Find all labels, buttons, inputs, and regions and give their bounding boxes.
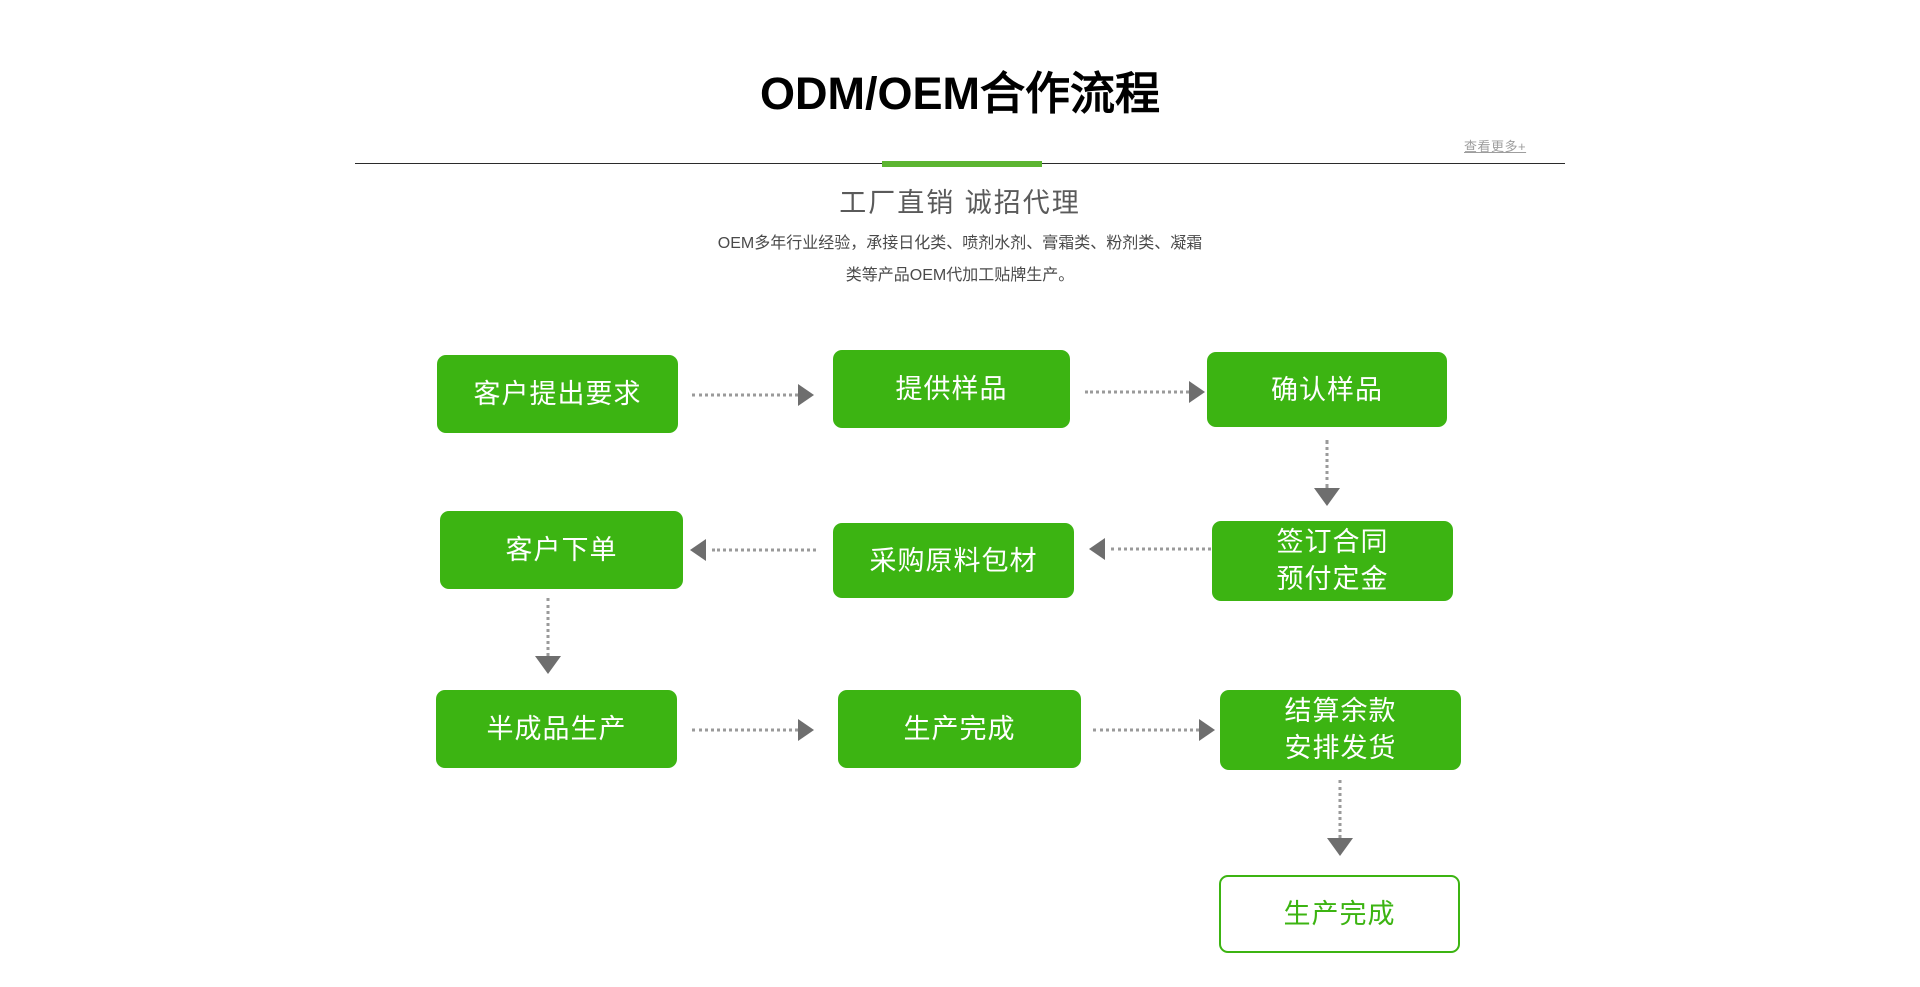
flow-node-provide-sample[interactable]: 提供样品 xyxy=(833,350,1070,428)
flow-edge-sample-to-confirm xyxy=(1085,377,1213,407)
edge-dotted-line xyxy=(1093,728,1199,732)
flow-node-label: 采购原料包材 xyxy=(869,545,1038,576)
flow-node-confirm-sample[interactable]: 确认样品 xyxy=(1207,352,1447,427)
arrow-right-icon xyxy=(1199,719,1215,741)
description-line-2: 类等产品OEM代加工贴牌生产。 xyxy=(845,267,1075,284)
flow-node-settle-and-ship[interactable]: 结算余款 安排发货 xyxy=(1220,690,1461,770)
flow-node-label: 客户提出要求 xyxy=(473,379,642,409)
flow-node-customer-order[interactable]: 客户下单 xyxy=(440,511,683,589)
arrow-right-icon xyxy=(798,384,814,406)
flow-node-label: 半成品生产 xyxy=(486,714,627,744)
edge-dotted-line xyxy=(1325,440,1329,488)
flow-edge-confirm-to-contract xyxy=(1307,440,1347,514)
flow-edge-settle-to-final xyxy=(1320,780,1360,870)
arrow-left-icon xyxy=(1089,538,1105,560)
section-description: OEM多年行业经验，承接日化类、喷剂水剂、膏霜类、粉剂类、凝霜 类等产品OEM代… xyxy=(0,228,1920,292)
flow-node-label-line-2: 安排发货 xyxy=(1284,733,1397,763)
flow-node-production-done[interactable]: 生产完成 xyxy=(838,690,1081,768)
flow-node-purchase-material[interactable]: 采购原料包材 xyxy=(833,523,1074,598)
arrow-right-icon xyxy=(798,719,814,741)
title-divider-accent xyxy=(882,161,1042,167)
edge-dotted-line xyxy=(712,548,816,552)
flow-node-label-line-2: 预付定金 xyxy=(1276,564,1389,594)
flow-node-label: 确认样品 xyxy=(1271,374,1383,405)
flow-node-customer-request[interactable]: 客户提出要求 xyxy=(437,355,678,433)
arrow-down-icon xyxy=(1327,838,1353,856)
arrow-down-icon xyxy=(535,656,561,674)
section-subtitle: 工厂直销 诚招代理 xyxy=(839,188,1081,218)
flow-node-label: 客户下单 xyxy=(505,535,618,565)
view-more-link[interactable]: 查看更多+ xyxy=(1464,139,1527,154)
arrow-down-icon xyxy=(1314,488,1340,506)
flow-edge-material-to-order xyxy=(690,535,830,565)
edge-dotted-line xyxy=(692,393,798,397)
edge-dotted-line xyxy=(1338,780,1342,838)
arrow-left-icon xyxy=(690,539,706,561)
flow-edge-request-to-sample xyxy=(692,380,820,410)
edge-dotted-line xyxy=(692,728,798,732)
flow-edge-done-to-settle xyxy=(1093,715,1225,745)
edge-dotted-line xyxy=(1111,547,1211,551)
edge-dotted-line xyxy=(546,598,550,656)
flow-node-label: 生产完成 xyxy=(1283,899,1396,929)
description-line-1: OEM多年行业经验，承接日化类、喷剂水剂、膏霜类、粉剂类、凝霜 xyxy=(717,235,1203,252)
page-title: ODM/OEM合作流程 xyxy=(760,68,1160,119)
title-divider xyxy=(355,161,1565,167)
flow-edge-contract-to-material xyxy=(1089,534,1215,564)
edge-dotted-line xyxy=(1085,390,1189,394)
arrow-right-icon xyxy=(1189,381,1205,403)
flow-node-label: 提供样品 xyxy=(895,374,1008,404)
flow-node-label-line-1: 签订合同 xyxy=(1276,527,1389,557)
flow-edge-semi-to-done xyxy=(692,715,822,745)
page-header: ODM/OEM合作流程 查看更多+ xyxy=(0,0,1920,175)
flow-node-production-final[interactable]: 生产完成 xyxy=(1219,875,1460,953)
flow-node-label-line-1: 结算余款 xyxy=(1284,696,1397,726)
flow-edge-order-to-semi xyxy=(528,598,568,688)
flow-node-label: 生产完成 xyxy=(903,714,1016,744)
flow-node-sign-contract[interactable]: 签订合同 预付定金 xyxy=(1212,521,1453,601)
flow-node-semi-production[interactable]: 半成品生产 xyxy=(436,690,677,768)
